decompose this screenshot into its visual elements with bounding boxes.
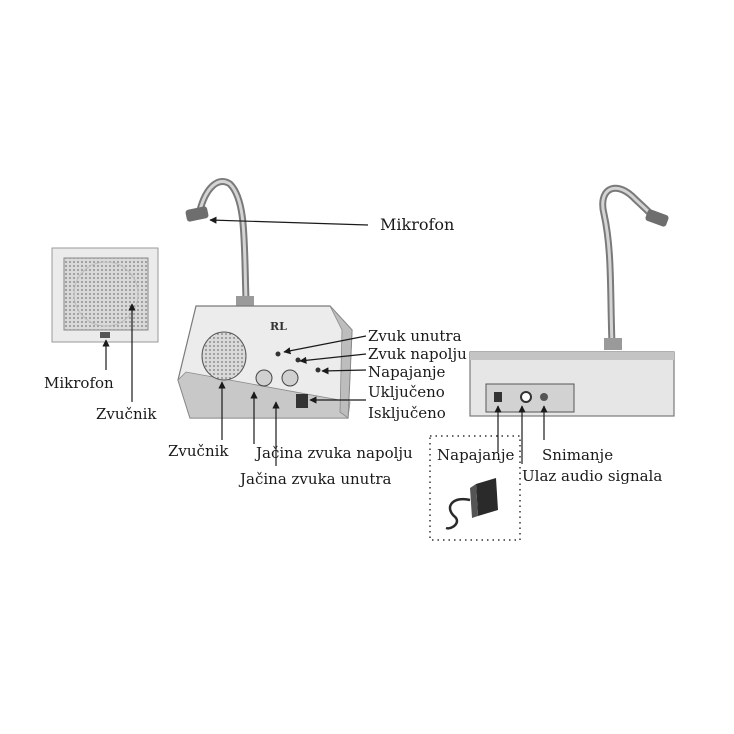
- svg-text:RL: RL: [270, 320, 287, 333]
- label-mikrofon-top: Mikrofon: [380, 215, 455, 234]
- console-speaker-grille: [201, 331, 247, 381]
- line-zvuk-napolju: [299, 353, 367, 364]
- label-iskljuceno: Isključeno: [368, 404, 446, 422]
- power-switch: [296, 394, 308, 408]
- speaker-grille: [63, 257, 149, 331]
- label-napajanje-front: Napajanje: [368, 363, 446, 381]
- label-mikrofon-speaker: Mikrofon: [44, 374, 114, 392]
- rear-console: [469, 184, 675, 417]
- label-zvucnik-front: Zvučnik: [168, 442, 229, 460]
- record-jack: [540, 393, 548, 401]
- speaker-mic-hole: [100, 332, 110, 338]
- label-napajanje-back: Napajanje: [437, 446, 515, 464]
- front-console: RL: [177, 178, 353, 419]
- adapter-box: [429, 435, 521, 541]
- line-napajanje-front: [321, 367, 367, 375]
- wall-speaker: [51, 247, 159, 343]
- knob-outside-volume: [255, 369, 273, 387]
- mic-head-front: [185, 206, 209, 222]
- label-ulaz-audio: Ulaz audio signala: [522, 467, 663, 485]
- audio-in-jack: [520, 391, 532, 403]
- label-snimanje: Snimanje: [542, 446, 614, 464]
- power-jack: [494, 392, 502, 402]
- label-ukljuceno: Uključeno: [368, 383, 445, 401]
- label-zvuk-napolju: Zvuk napolju: [368, 345, 467, 363]
- label-zvuk-unutra: Zvuk unutra: [368, 327, 462, 345]
- knob-inside-volume: [281, 369, 299, 387]
- line-zvuk-unutra: [283, 335, 367, 355]
- line-mic-top: [209, 216, 369, 226]
- label-jacina-unutra: Jačina zvuka unutra: [240, 470, 392, 488]
- leader-lines: [102, 216, 548, 466]
- label-jacina-napolju: Jačina zvuka napolju: [256, 444, 413, 462]
- label-zvucnik-speaker: Zvučnik: [96, 405, 157, 423]
- power-adapter-icon: [476, 478, 498, 516]
- mic-head-rear: [645, 209, 669, 227]
